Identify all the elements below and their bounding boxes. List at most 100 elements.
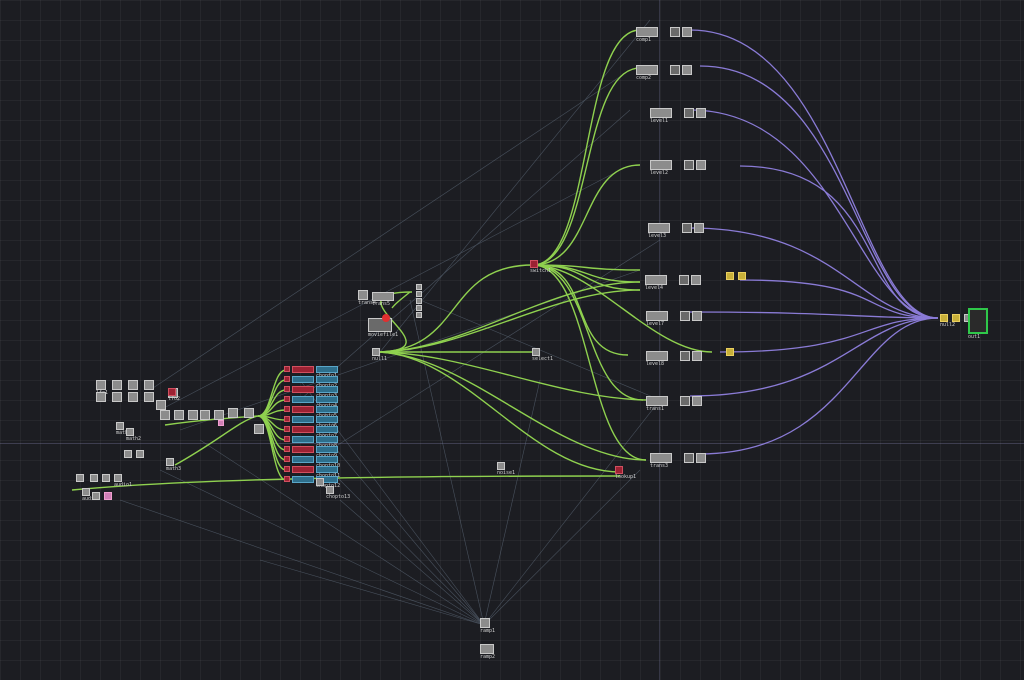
far-left-1[interactable] bbox=[76, 474, 84, 482]
left-op-0[interactable] bbox=[96, 380, 106, 390]
tmid-stack-4[interactable] bbox=[416, 312, 422, 318]
left-op-1[interactable] bbox=[112, 380, 122, 390]
stack-op2-5[interactable] bbox=[316, 416, 338, 423]
stack-red-7[interactable] bbox=[284, 436, 290, 442]
stack-tail-2[interactable] bbox=[326, 486, 334, 494]
switch-hub[interactable] bbox=[530, 260, 538, 268]
left4-op-3[interactable] bbox=[166, 458, 174, 466]
stack-red-0[interactable] bbox=[284, 366, 290, 372]
left-pink-op[interactable] bbox=[218, 420, 224, 426]
bottom-ref-node-2[interactable] bbox=[480, 644, 494, 654]
stack-red-2[interactable] bbox=[284, 386, 290, 392]
stack-red-4[interactable] bbox=[284, 406, 290, 412]
left2-op-1[interactable] bbox=[174, 410, 184, 420]
left-op-4[interactable] bbox=[96, 392, 106, 402]
stack-op2-10[interactable] bbox=[316, 466, 338, 473]
stack-op2-3[interactable] bbox=[316, 396, 338, 403]
stack-op2-8[interactable] bbox=[316, 446, 338, 453]
right-op-2[interactable] bbox=[650, 108, 672, 118]
right-op-b-0[interactable] bbox=[670, 27, 680, 37]
far-left-3[interactable] bbox=[102, 474, 110, 482]
stack-op-1[interactable] bbox=[292, 376, 314, 383]
stack-red-3[interactable] bbox=[284, 396, 290, 402]
right-op-8[interactable] bbox=[646, 396, 668, 406]
right-op-b-6[interactable] bbox=[680, 311, 690, 321]
right-op-c-3[interactable] bbox=[696, 160, 706, 170]
stack-op2-6[interactable] bbox=[316, 426, 338, 433]
stack-op-11[interactable] bbox=[292, 476, 314, 483]
stack-op-10[interactable] bbox=[292, 466, 314, 473]
stack-op-8[interactable] bbox=[292, 446, 314, 453]
left-op-3[interactable] bbox=[144, 380, 154, 390]
stack-red-11[interactable] bbox=[284, 476, 290, 482]
stack-red-1[interactable] bbox=[284, 376, 290, 382]
tmid-stack-0[interactable] bbox=[416, 284, 422, 290]
right-op-c-4[interactable] bbox=[694, 223, 704, 233]
tmid-stack-2[interactable] bbox=[416, 298, 422, 304]
right-op-c-1[interactable] bbox=[682, 65, 692, 75]
select-hub[interactable] bbox=[532, 348, 540, 356]
stack-op2-0[interactable] bbox=[316, 366, 338, 373]
far-left-2[interactable] bbox=[90, 474, 98, 482]
far-left-5[interactable] bbox=[82, 488, 90, 496]
yellow-op-2[interactable] bbox=[738, 272, 746, 280]
red-op-right[interactable] bbox=[615, 466, 623, 474]
stack-op-3[interactable] bbox=[292, 396, 314, 403]
right-op-b-8[interactable] bbox=[680, 396, 690, 406]
tmid-stack-1[interactable] bbox=[416, 291, 422, 297]
tmid-2[interactable] bbox=[372, 292, 394, 301]
stack-op-4[interactable] bbox=[292, 406, 314, 413]
right-op-b-1[interactable] bbox=[670, 65, 680, 75]
left3-op-1[interactable] bbox=[116, 422, 124, 430]
stack-op2-7[interactable] bbox=[316, 436, 338, 443]
stack-op-5[interactable] bbox=[292, 416, 314, 423]
right-op-b-3[interactable] bbox=[684, 160, 694, 170]
right-op-b-5[interactable] bbox=[679, 275, 689, 285]
yellow-op-1[interactable] bbox=[726, 272, 734, 280]
left2-op-5[interactable] bbox=[228, 408, 238, 418]
bottom-mid-op[interactable] bbox=[497, 462, 505, 470]
left-op-5[interactable] bbox=[112, 392, 122, 402]
left3-op-2[interactable] bbox=[126, 428, 134, 436]
stack-tail-1[interactable] bbox=[316, 478, 324, 486]
right-op-b-9[interactable] bbox=[684, 453, 694, 463]
output-node[interactable] bbox=[968, 308, 988, 334]
left-op-7[interactable] bbox=[144, 392, 154, 402]
output-prenode-2[interactable] bbox=[952, 314, 960, 322]
stack-op2-4[interactable] bbox=[316, 406, 338, 413]
right-op-b-4[interactable] bbox=[682, 223, 692, 233]
right-op-1[interactable] bbox=[636, 65, 658, 75]
output-prenode-1[interactable] bbox=[940, 314, 948, 322]
tmid-stack-3[interactable] bbox=[416, 305, 422, 311]
left2-op-7[interactable] bbox=[254, 424, 264, 434]
stack-op-6[interactable] bbox=[292, 426, 314, 433]
left-op-8[interactable] bbox=[156, 400, 166, 410]
stack-op2-1[interactable] bbox=[316, 376, 338, 383]
yellow-op-3[interactable] bbox=[726, 348, 734, 356]
right-op-c-0[interactable] bbox=[682, 27, 692, 37]
right-op-6[interactable] bbox=[646, 311, 668, 321]
stack-red-5[interactable] bbox=[284, 416, 290, 422]
stack-op2-2[interactable] bbox=[316, 386, 338, 393]
stack-op-7[interactable] bbox=[292, 436, 314, 443]
stack-red-10[interactable] bbox=[284, 466, 290, 472]
stack-op-9[interactable] bbox=[292, 456, 314, 463]
stack-red-9[interactable] bbox=[284, 456, 290, 462]
right-op-b-7[interactable] bbox=[680, 351, 690, 361]
stack-red-6[interactable] bbox=[284, 426, 290, 432]
right-op-0[interactable] bbox=[636, 27, 658, 37]
right-op-4[interactable] bbox=[648, 223, 670, 233]
stack-red-8[interactable] bbox=[284, 446, 290, 452]
left-op-2[interactable] bbox=[128, 380, 138, 390]
left4-op-2[interactable] bbox=[136, 450, 144, 458]
right-op-5[interactable] bbox=[645, 275, 667, 285]
stack-op-0[interactable] bbox=[292, 366, 314, 373]
right-op-c-5[interactable] bbox=[691, 275, 701, 285]
right-op-c-9[interactable] bbox=[696, 453, 706, 463]
tmid-1[interactable] bbox=[358, 290, 368, 300]
right-op-c-2[interactable] bbox=[696, 108, 706, 118]
left2-op-2[interactable] bbox=[188, 410, 198, 420]
far-left-4[interactable] bbox=[114, 474, 122, 482]
left-op-6[interactable] bbox=[128, 392, 138, 402]
stack-op2-9[interactable] bbox=[316, 456, 338, 463]
